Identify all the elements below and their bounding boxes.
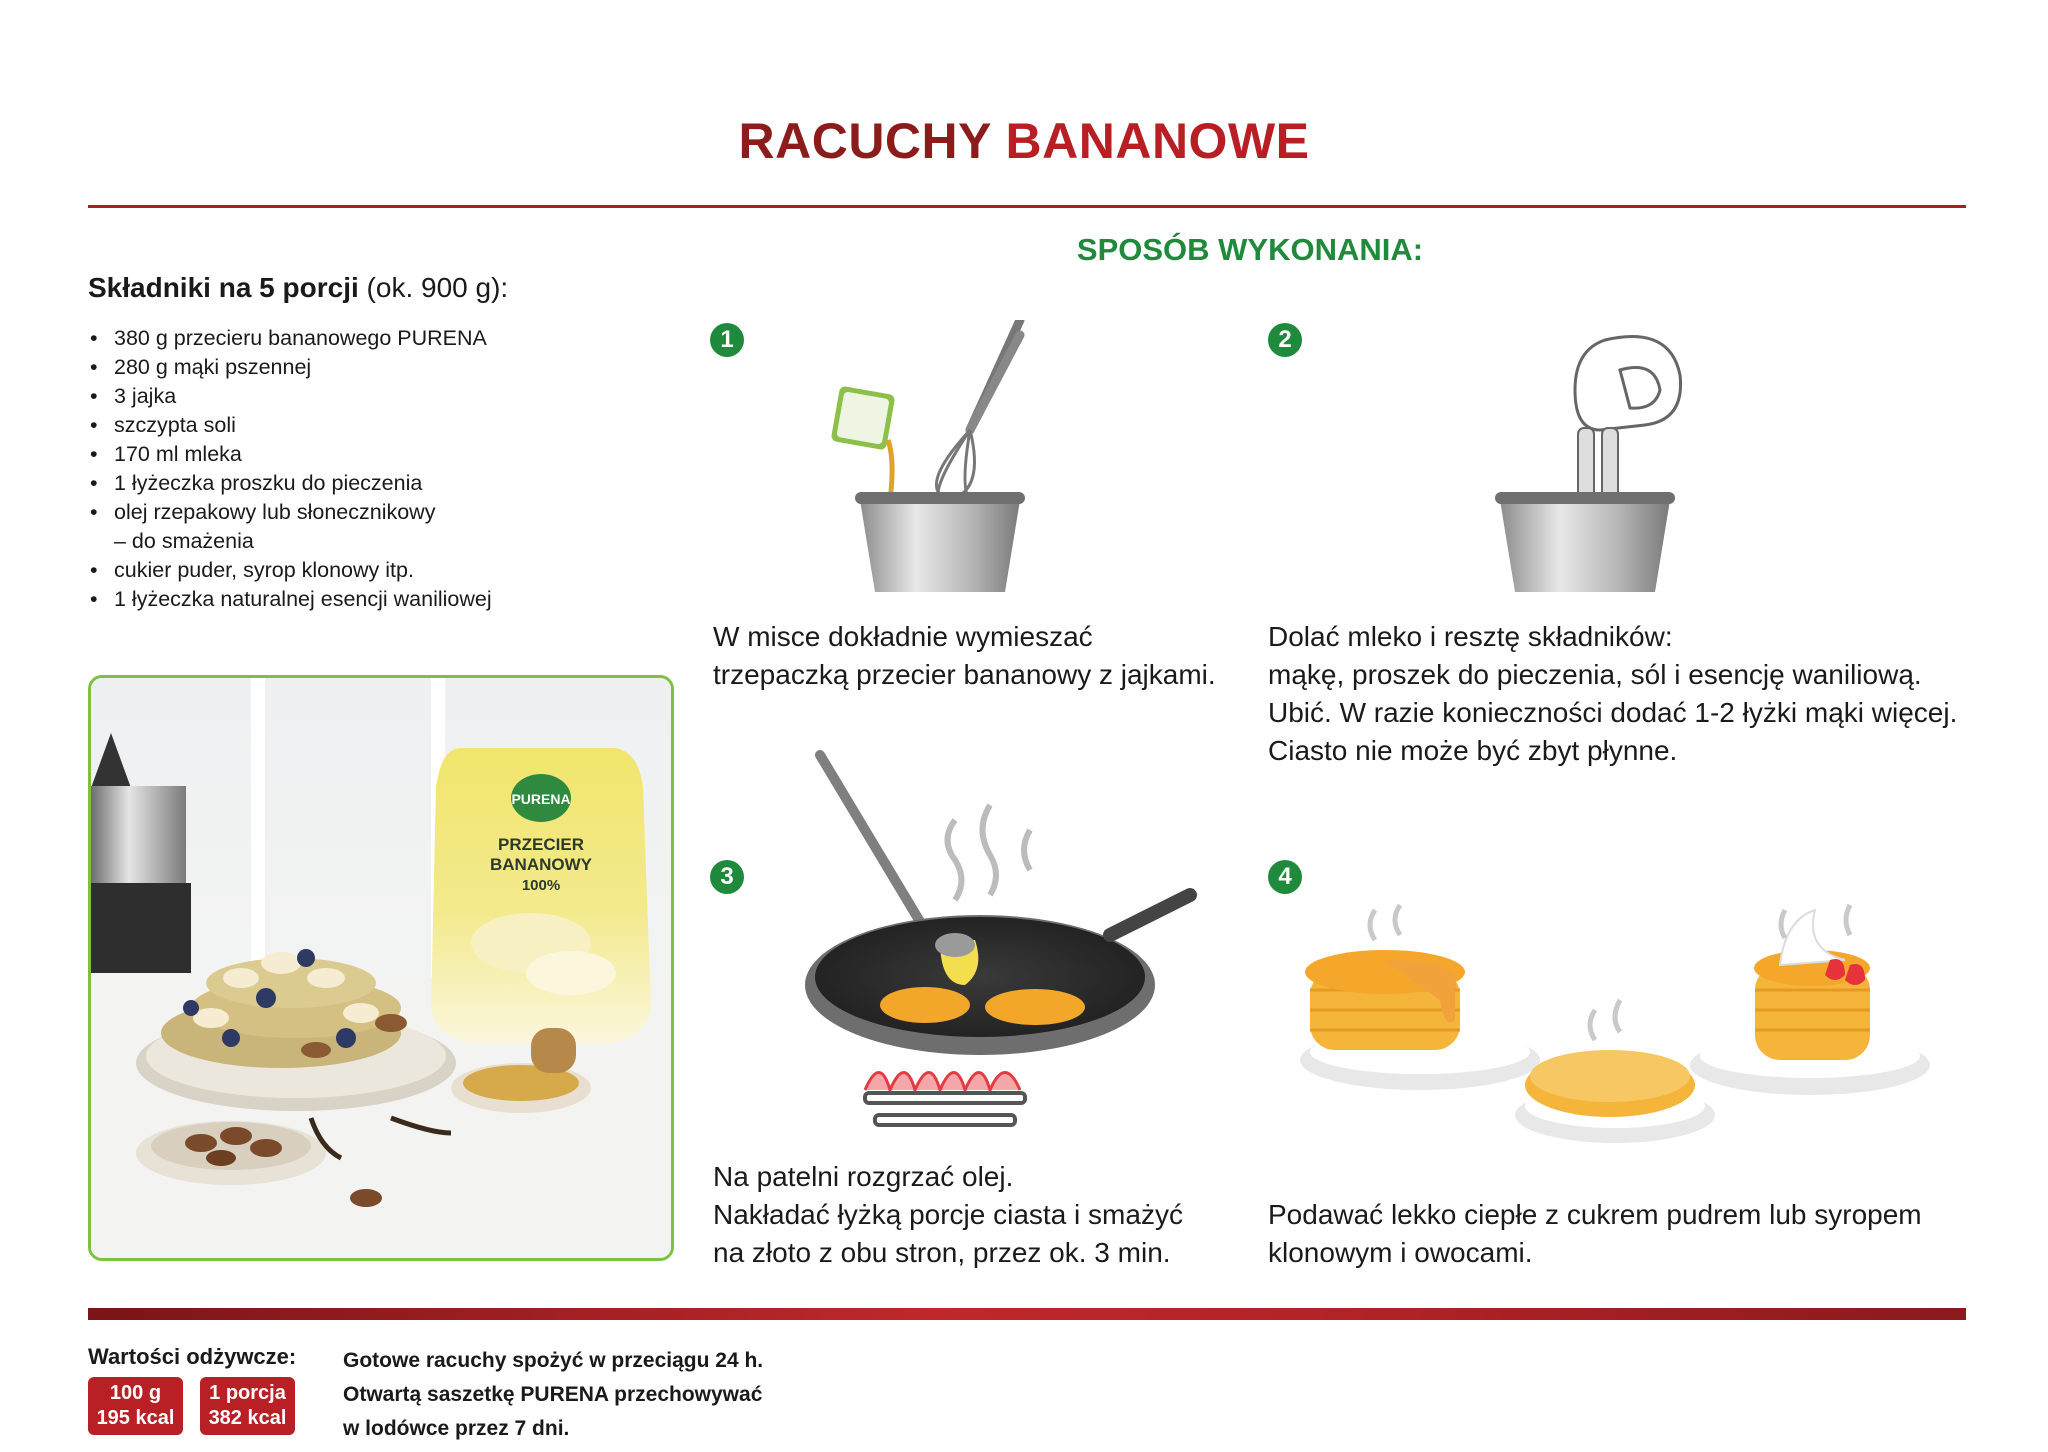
bottom-divider <box>88 1308 1966 1320</box>
step-1-text: W misce dokładnie wymieszać trzepaczką p… <box>713 621 1216 690</box>
step-2-text: Dolać mleko i resztę składników: mąkę, p… <box>1268 621 1958 766</box>
step-3-text: Na patelni rozgrzać olej. Nakładać łyżką… <box>713 1161 1183 1268</box>
list-item: •380 g przecieru bananowego PURENA <box>90 326 487 350</box>
method-heading: SPOSÓB WYKONANIA: <box>1076 232 1424 267</box>
list-item: •1 łyżeczka naturalnej esencji waniliowe… <box>90 587 492 611</box>
frying-pan-icon <box>805 750 1197 1127</box>
title-word-1: RACUCHY <box>738 113 992 169</box>
step-3-number: 3 <box>710 860 744 894</box>
nutrition-badge-100g: 100 g 195 kcal <box>88 1377 183 1435</box>
ingredients-heading: Składniki na 5 porcji (ok. 900 g): <box>88 272 508 304</box>
mixer-bowl-icon <box>1495 335 1683 592</box>
list-item: •170 ml mleka <box>90 442 242 466</box>
list-item: •cukier puder, syrop klonowy itp. <box>90 558 414 582</box>
step-2-number: 2 <box>1268 323 1302 357</box>
step-1-number: 1 <box>710 323 744 357</box>
pouch-line-3: 100% <box>522 877 560 894</box>
list-item: •280 g mąki pszennej <box>90 355 312 379</box>
list-item: – do smażenia <box>114 529 254 553</box>
title-word-2: BANANOWE <box>1005 113 1310 169</box>
ingredients-heading-weight: (ok. 900 g): <box>366 272 509 303</box>
list-item: •olej rzepakowy lub słonecznikowy <box>90 500 436 524</box>
list-item: •3 jajka <box>90 384 177 408</box>
recipe-title: RACUCHY BANANOWE <box>0 112 2048 170</box>
nutrition-label: Wartości odżywcze: <box>88 1344 297 1369</box>
pouch-brand: PURENA <box>511 791 570 807</box>
product-photo: PURENA PRZECIER BANANOWY 100% <box>88 675 674 1261</box>
served-pancakes-icon <box>1300 903 1930 1143</box>
storage-info: Gotowe racuchy spożyć w przeciągu 24 h. … <box>343 1349 764 1440</box>
pouch-line-1: PRZECIER <box>498 835 584 854</box>
step-4-number: 4 <box>1268 860 1302 894</box>
pouch-line-2: BANANOWY <box>490 855 593 874</box>
ingredients-list: •380 g przecieru bananowego PURENA •280 … <box>88 324 492 614</box>
ingredients-heading-bold: Składniki na 5 porcji <box>88 272 359 303</box>
step-4-text: Podawać lekko ciepłe z cukrem pudrem lub… <box>1268 1199 1922 1268</box>
pancakes-photo-illustration: PURENA PRZECIER BANANOWY 100% <box>91 678 671 1258</box>
nutrition-badge-portion: 1 porcja 382 kcal <box>200 1377 295 1435</box>
list-item: •szczypta soli <box>90 413 236 437</box>
bowl-whisk-icon <box>831 320 1025 592</box>
top-divider <box>88 205 1966 208</box>
list-item: •1 łyżeczka proszku do pieczenia <box>90 471 423 495</box>
